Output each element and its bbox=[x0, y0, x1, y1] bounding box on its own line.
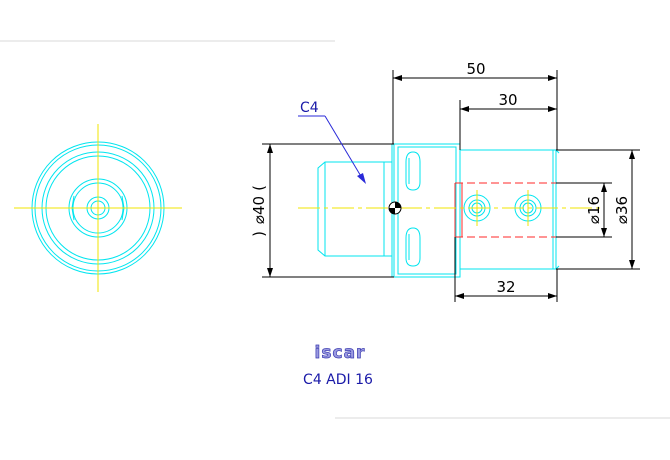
shank-body bbox=[317, 161, 393, 257]
dim-bore-diameter: ⌀16 bbox=[585, 196, 603, 224]
dim-outer-diameter-paren-close: ) bbox=[250, 231, 268, 237]
brand-logo: iscar bbox=[315, 343, 366, 363]
collar-slots bbox=[405, 151, 421, 267]
callout-label: C4 bbox=[300, 100, 319, 116]
dim-head-length: 30 bbox=[498, 91, 517, 109]
part-number: C4 ADI 16 bbox=[303, 372, 373, 388]
callout-leader bbox=[298, 115, 366, 184]
bore-section bbox=[454, 182, 556, 238]
dim-outer-diameter-paren-open: ( bbox=[250, 185, 268, 191]
dimension-arrows bbox=[267, 75, 635, 299]
side-view-centerline bbox=[298, 190, 600, 226]
head-body bbox=[459, 149, 560, 270]
collar-body bbox=[391, 143, 461, 278]
datum-symbol bbox=[388, 201, 402, 215]
dim-overall-length: 50 bbox=[466, 60, 485, 78]
dim-shank-length: 32 bbox=[496, 278, 515, 296]
dim-head-diameter: ⌀36 bbox=[613, 196, 631, 224]
dim-outer-diameter: ⌀40 bbox=[250, 196, 268, 224]
dimension-lines bbox=[262, 70, 640, 302]
end-view-centerlines bbox=[14, 124, 182, 292]
